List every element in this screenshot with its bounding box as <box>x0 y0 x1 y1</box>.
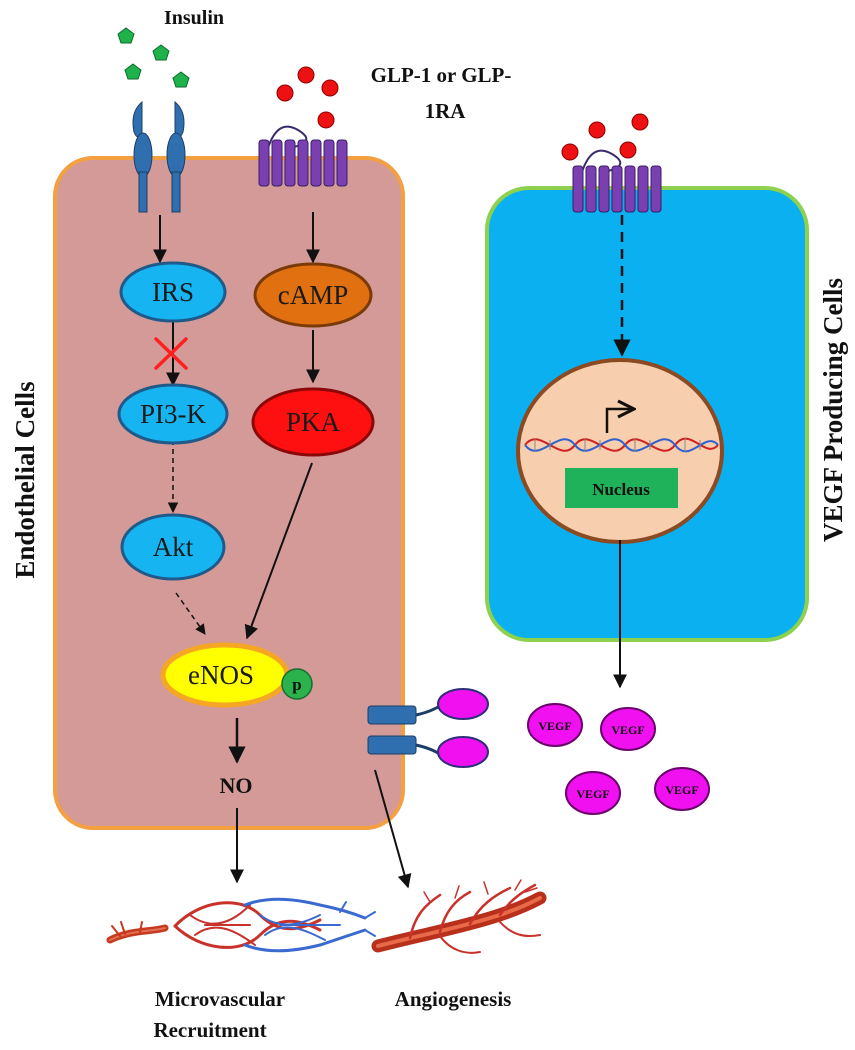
nucleus-label-box: Nucleus <box>565 468 678 508</box>
glp1-ligand-icon <box>588 121 606 139</box>
vegf-molecule-label: VEGF <box>538 719 571 733</box>
glp1-label-line1: GLP-1 or GLP- <box>371 63 512 87</box>
insulin-ligand-icon <box>152 44 170 61</box>
node-akt-label: Akt <box>153 532 194 562</box>
glp1-label-line2: 1RA <box>425 99 467 123</box>
nucleus-label: Nucleus <box>592 480 650 499</box>
glp1-ligand-icon <box>317 111 335 129</box>
microvascular-label-line1: Microvascular <box>155 987 285 1011</box>
vegf-molecule-label: VEGF <box>576 787 609 801</box>
node-camp: cAMP <box>253 262 373 328</box>
glp1-receptor-icon <box>258 125 348 187</box>
transcription-start-icon <box>605 409 634 433</box>
node-pka-label: PKA <box>286 407 341 437</box>
insulin-ligand-icon <box>117 27 135 44</box>
node-camp-label: cAMP <box>278 280 349 310</box>
microvascular-label-line2: Recruitment <box>153 1018 266 1042</box>
vegf-molecule: VEGF <box>527 703 583 747</box>
node-pi3k: PI3-K <box>117 383 229 445</box>
node-pi3k-label: PI3-K <box>140 399 206 429</box>
glp1-ligand-icon <box>561 143 579 161</box>
insulin-label: Insulin <box>164 7 224 29</box>
node-enos-label: eNOS <box>188 660 254 690</box>
node-enos: eNOS <box>160 642 290 708</box>
dna-helix-icon <box>524 437 719 453</box>
glp1-ligand-icon <box>619 141 637 159</box>
node-irs-label: IRS <box>152 277 194 307</box>
insulin-receptor-icon <box>132 100 186 213</box>
vegf-receptor-icon <box>367 688 489 768</box>
node-irs: IRS <box>119 261 227 323</box>
glp1-ligand-icon <box>321 79 339 97</box>
insulin-ligand-icon <box>124 63 142 80</box>
endothelial-cells-label: Endothelial Cells <box>10 381 40 578</box>
node-pka: PKA <box>251 387 375 457</box>
endothelial-cell <box>53 156 405 830</box>
vegf-molecule: VEGF <box>600 707 656 751</box>
glp1-receptor-vegf-cell-icon <box>572 149 662 213</box>
glp1-ligands <box>276 66 649 161</box>
vegf-molecule-label: VEGF <box>611 723 644 737</box>
arrow-pka-to-enos <box>244 462 313 640</box>
glp1-ligand-icon <box>297 66 315 84</box>
node-akt: Akt <box>120 513 226 581</box>
vegf-molecule-label: VEGF <box>665 783 698 797</box>
glp1-ligand-icon <box>631 113 649 131</box>
phospho-label: p <box>292 675 301 694</box>
microvascular-network-icon <box>106 897 376 953</box>
arrow-vegfr-to-angiogenesis <box>374 769 412 889</box>
nucleus <box>516 358 724 544</box>
no-label: NO <box>220 773 253 798</box>
inhibition-x-icon <box>154 337 188 370</box>
angiogenesis-label: Angiogenesis <box>395 987 512 1011</box>
vegf-molecule: VEGF <box>654 767 710 811</box>
vegf-producing-cells-label: VEGF Producing Cells <box>818 278 848 542</box>
insulin-ligands <box>117 27 190 88</box>
insulin-ligand-icon <box>172 71 190 88</box>
angiogenesis-vessel-icon <box>371 879 547 954</box>
phospho-badge: p <box>281 668 313 700</box>
glp1-ligand-icon <box>276 84 294 102</box>
vegf-molecule: VEGF <box>565 771 621 815</box>
